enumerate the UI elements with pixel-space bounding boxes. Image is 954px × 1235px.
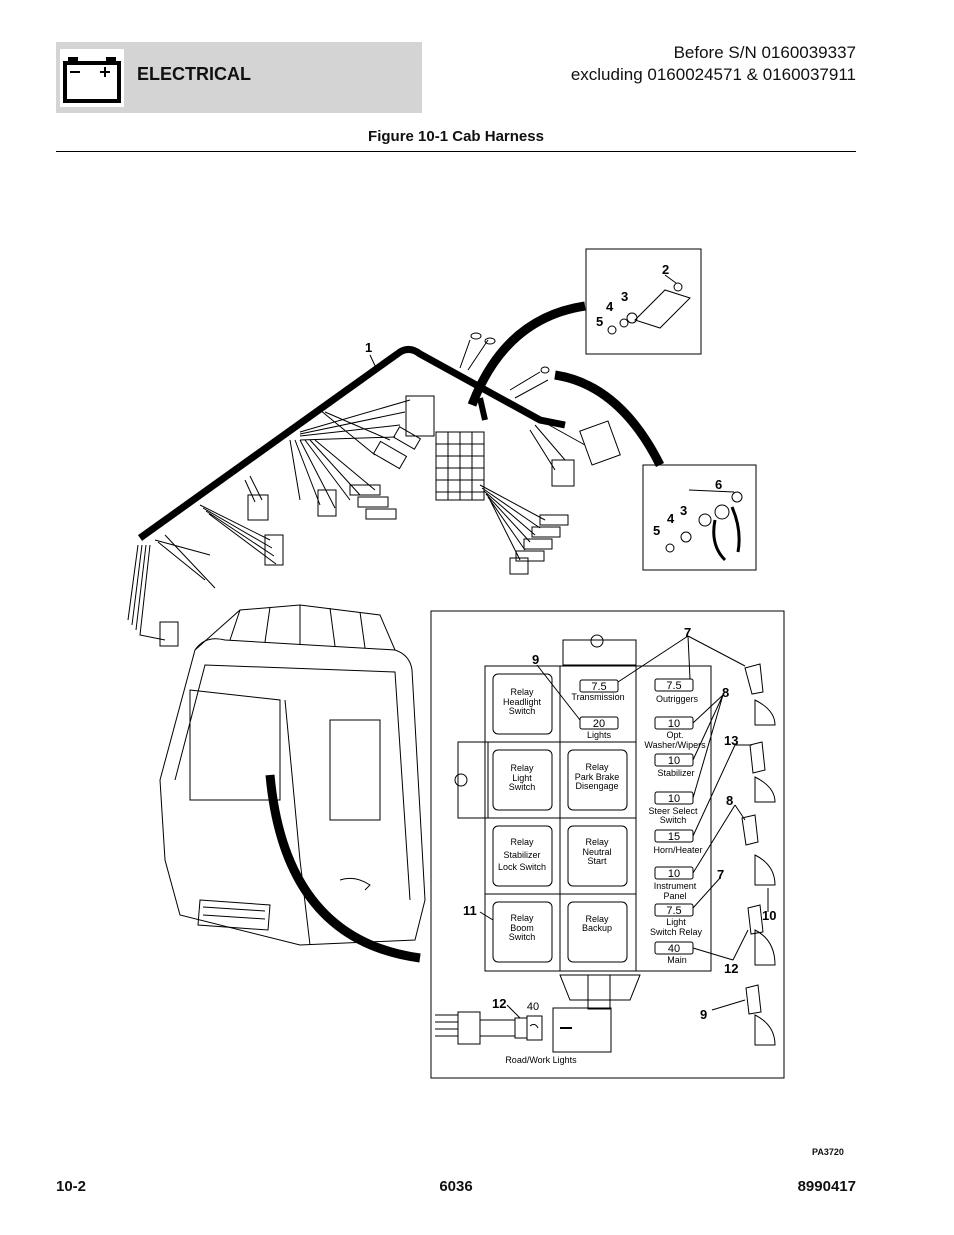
relay-light-line-2: Light — [512, 773, 532, 783]
relay-light-line-3: Switch — [509, 782, 536, 792]
fuse-lightrelay-label-2: Switch Relay — [650, 927, 703, 937]
relay-neutral-line-1: Relay — [585, 837, 609, 847]
callout-13: 13 — [724, 733, 738, 748]
relay-backup-line-2: Backup — [582, 923, 612, 933]
relay-stabilizer-line-2: Stabilizer — [503, 850, 540, 860]
inline-fuse-value: 40 — [527, 1001, 539, 1013]
fuse-horn-value: 15 — [668, 831, 680, 843]
serial-line-1: Before S/N 0160039337 — [673, 43, 856, 62]
relay-boom-line-3: Switch — [509, 932, 536, 942]
fuse-transmission-value: 7.5 — [591, 681, 606, 693]
callout-1: 1 — [365, 340, 372, 355]
relay-backup-line-1: Relay — [585, 914, 609, 924]
callout-5-bottom: 5 — [653, 523, 660, 538]
relay-park-brake-line-1: Relay — [585, 762, 609, 772]
fuse-main-label: Main — [667, 955, 687, 965]
fuse-main-value: 40 — [668, 943, 680, 955]
fuse-horn-label: Horn/Heater — [653, 845, 702, 855]
callout-9-bottom: 9 — [700, 1007, 707, 1022]
relay-headlight-line-3: Switch — [509, 706, 536, 716]
fuse-lightrelay-value: 7.5 — [666, 905, 681, 917]
fuse-steer-label-2: Switch — [660, 815, 687, 825]
fuse-washer-label-1: Opt. — [666, 730, 683, 740]
fuse-lightrelay-label-1: Light — [666, 917, 686, 927]
relay-headlight-line-2: Headlight — [503, 697, 542, 707]
callout-11: 11 — [463, 903, 477, 918]
callout-7-top: 7 — [684, 625, 691, 640]
section-title: ELECTRICAL — [137, 64, 251, 84]
callout-4-top: 4 — [606, 299, 614, 314]
fuse-stabilizer-label: Stabilizer — [657, 768, 694, 778]
fuse-lights-label: Lights — [587, 730, 612, 740]
fuse-instrument-label-2: Panel — [663, 891, 686, 901]
part-number: 8990417 — [797, 1178, 856, 1195]
callout-2: 2 — [662, 262, 669, 277]
relay-light-line-1: Relay — [510, 763, 534, 773]
header-rule — [56, 151, 856, 152]
figure-code: PA3720 — [812, 1147, 844, 1157]
callout-5-top: 5 — [596, 314, 603, 329]
callout-8-bottom: 8 — [726, 793, 733, 808]
relay-park-brake-line-3: Disengage — [575, 781, 618, 791]
callout-3-bottom: 3 — [680, 503, 687, 518]
serial-line-2: excluding 0160024571 & 0160037911 — [570, 65, 856, 84]
battery-icon — [60, 49, 124, 107]
fuse-outriggers-label: Outriggers — [656, 694, 699, 704]
relay-neutral-line-2: Neutral — [582, 847, 611, 857]
relay-boom-line-2: Boom — [510, 923, 534, 933]
serial-range: Before S/N 0160039337 excluding 01600245… — [571, 42, 856, 86]
relay-headlight-line-1: Relay — [510, 687, 534, 697]
callout-10: 10 — [762, 908, 776, 923]
fuse-lights-value: 20 — [593, 718, 605, 730]
callout-9-top: 9 — [532, 652, 539, 667]
fuse-stabilizer-value: 10 — [668, 755, 680, 767]
fuse-washer-label-2: Washer/Wipers — [644, 740, 706, 750]
fuse-outriggers-value: 7.5 — [666, 680, 681, 692]
callout-7-bottom: 7 — [717, 867, 724, 882]
fuse-steer-label-1: Steer Select — [648, 806, 698, 816]
callout-12-right: 12 — [724, 961, 738, 976]
fuse-steer-value: 10 — [668, 793, 680, 805]
figure-title: Figure 10-1 Cab Harness — [368, 128, 544, 145]
fuse-instrument-label-1: Instrument — [654, 881, 697, 891]
callout-8-top: 8 — [722, 685, 729, 700]
relay-stabilizer-line-1: Relay — [510, 837, 534, 847]
callout-3-top: 3 — [621, 289, 628, 304]
inline-fuse-label: Road/Work Lights — [505, 1055, 577, 1065]
relay-neutral-line-3: Start — [587, 856, 607, 866]
relay-park-brake-line-2: Park Brake — [575, 772, 620, 782]
relay-stabilizer-line-3: Lock Switch — [498, 862, 546, 872]
relay-boom-line-1: Relay — [510, 913, 534, 923]
fuse-transmission-label: Transmission — [571, 692, 624, 702]
callout-6: 6 — [715, 477, 722, 492]
fuse-washer-value: 10 — [668, 718, 680, 730]
callout-4-bottom: 4 — [667, 511, 675, 526]
page-number: 10-2 — [56, 1178, 87, 1195]
callout-12-left: 12 — [492, 996, 506, 1011]
fuse-instrument-value: 10 — [668, 868, 680, 880]
model-number: 6036 — [439, 1178, 473, 1195]
